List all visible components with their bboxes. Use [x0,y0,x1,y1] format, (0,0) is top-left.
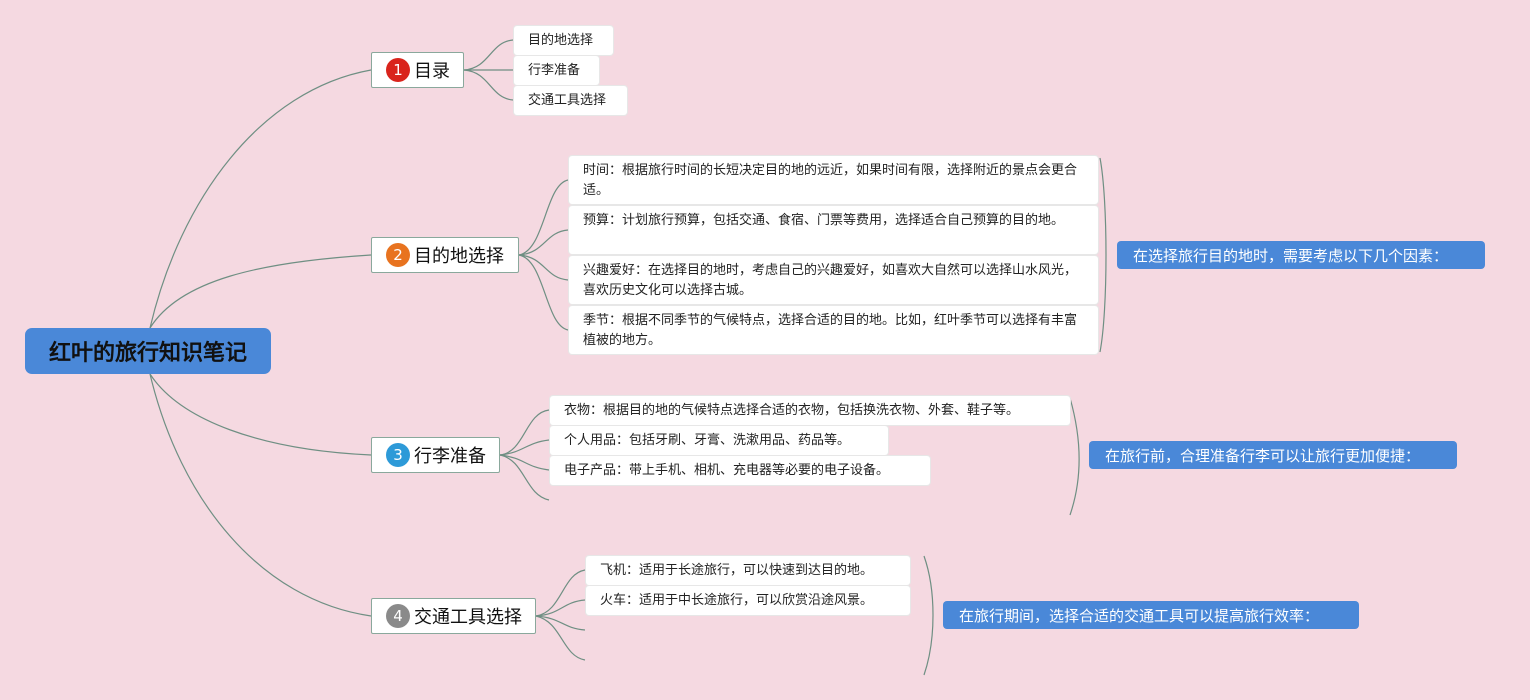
leaf-destination-interest[interactable]: 兴趣爱好：在选择目的地时，考虑自己的兴趣爱好，如喜欢大自然可以选择山水风光，喜欢… [568,255,1099,305]
connector-b3-leaf-3 [499,454,550,471]
leaf-contents-destination[interactable]: 目的地选择 [513,25,614,56]
connector-b2-leaf-2 [518,229,569,256]
branch-label: 目的地选择 [414,246,504,267]
connector-central-branch-1 [149,69,372,329]
number-2-badge-icon: 2 [386,243,410,267]
connector-central-branch-2 [149,254,372,329]
branch-label: 目录 [414,61,450,82]
summary-luggage[interactable]: 在旅行前，合理准备行李可以让旅行更加便捷： [1089,441,1457,469]
leaf-destination-budget[interactable]: 预算：计划旅行预算，包括交通、食宿、门票等费用，选择适合自己预算的目的地。 [568,205,1099,255]
summary-bracket-2 [1099,157,1107,353]
branch-label: 交通工具选择 [414,607,522,628]
leaf-luggage-clothes[interactable]: 衣物：根据目的地的气候特点选择合适的衣物，包括换洗衣物、外套、鞋子等。 [549,395,1071,426]
branch-destination[interactable]: 2 目的地选择 [371,237,519,273]
connector-b4-extra-1 [535,615,586,631]
connector-b2-leaf-4 [518,254,569,331]
branch-label: 行李准备 [414,446,486,467]
number-1-badge-icon: 1 [386,58,410,82]
leaf-contents-transport[interactable]: 交通工具选择 [513,85,628,116]
summary-bracket-4 [923,555,934,676]
connector-b4-extra-2 [535,615,586,661]
central-topic[interactable]: 红叶的旅行知识笔记 [25,328,271,374]
connector-b3-extra [499,454,550,501]
connector-central-branch-3 [149,373,372,456]
connector-b1-leaf-1 [463,39,514,71]
leaf-luggage-personal[interactable]: 个人用品：包括牙刷、牙膏、洗漱用品、药品等。 [549,425,889,456]
connector-b3-leaf-2 [499,439,550,456]
leaf-contents-luggage[interactable]: 行李准备 [513,55,600,86]
summary-bracket-3 [1069,397,1080,516]
number-4-badge-icon: 4 [386,604,410,628]
summary-transport[interactable]: 在旅行期间，选择合适的交通工具可以提高旅行效率： [943,601,1359,629]
summary-destination[interactable]: 在选择旅行目的地时，需要考虑以下几个因素： [1117,241,1485,269]
branch-transport[interactable]: 4 交通工具选择 [371,598,536,634]
leaf-destination-season[interactable]: 季节：根据不同季节的气候特点，选择合适的目的地。比如，红叶季节可以选择有丰富植被… [568,305,1099,355]
connector-b4-leaf-1 [535,569,586,617]
connector-central-branch-4 [149,373,372,617]
connector-b2-leaf-3 [518,254,569,281]
leaf-luggage-electronics[interactable]: 电子产品：带上手机、相机、充电器等必要的电子设备。 [549,455,931,486]
connector-b2-leaf-1 [518,179,569,256]
branch-luggage[interactable]: 3 行李准备 [371,437,500,473]
leaf-transport-train[interactable]: 火车：适用于中长途旅行，可以欣赏沿途风景。 [585,585,911,616]
central-topic-label: 红叶的旅行知识笔记 [48,341,247,366]
number-3-badge-icon: 3 [386,443,410,467]
branch-contents[interactable]: 1 目录 [371,52,464,88]
leaf-destination-time[interactable]: 时间：根据旅行时间的长短决定目的地的远近，如果时间有限，选择附近的景点会更合适。 [568,155,1099,205]
connector-b4-leaf-2 [535,599,586,617]
connector-b3-leaf-1 [499,409,550,456]
connector-b1-leaf-3 [463,69,514,101]
leaf-transport-plane[interactable]: 飞机：适用于长途旅行，可以快速到达目的地。 [585,555,911,586]
